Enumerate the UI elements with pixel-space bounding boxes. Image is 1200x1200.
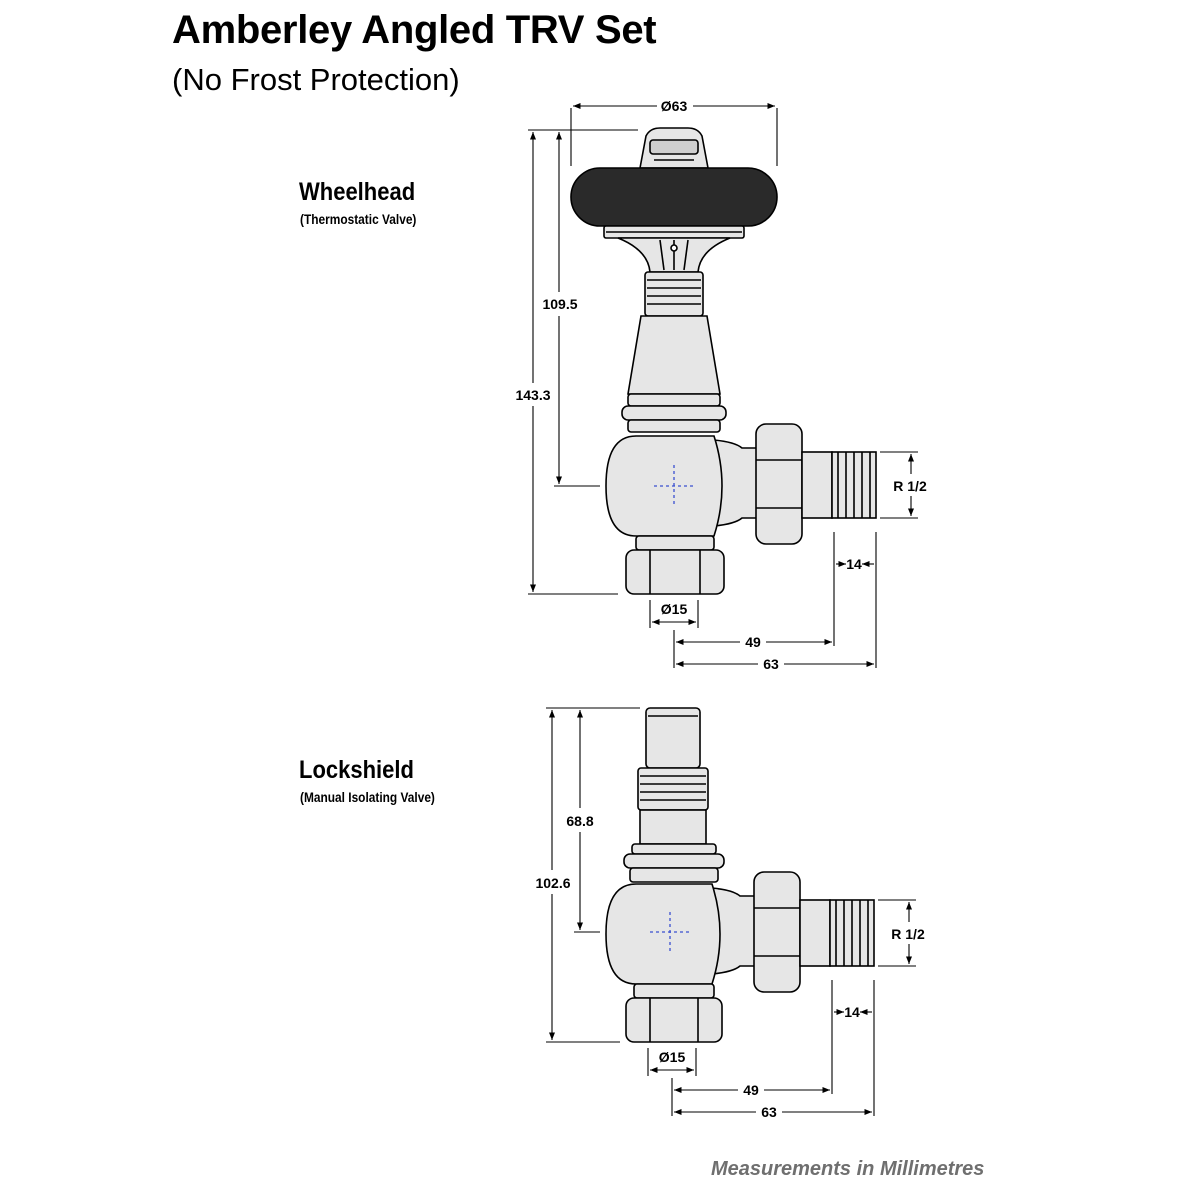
lockshield-valve-drawing	[605, 707, 875, 1043]
lockshield-to-union-label: 49	[743, 1082, 759, 1098]
lockshield-overall-width-label: 63	[761, 1104, 777, 1120]
lockshield-centre-mark	[650, 912, 690, 952]
lockshield-dimension-labels: 68.8 102.6 R 1/2 14 Ø15 49 63	[535, 813, 924, 1120]
wheelhead-overall-width-label: 63	[763, 656, 779, 672]
lockshield-description: (Manual Isolating Valve)	[300, 789, 435, 805]
wheelhead-dimension-labels: Ø63 109.5 143.3 R 1/2 14 Ø15 49 63	[515, 98, 926, 672]
lockshield-heading: Lockshield	[299, 756, 414, 784]
handwheel	[570, 167, 778, 227]
wheelhead-height-to-centre-label: 109.5	[542, 296, 577, 312]
lockshield-dimensions	[546, 707, 916, 1116]
lockshield-cap	[645, 707, 701, 769]
wheelhead-head-diameter-label: Ø63	[661, 98, 688, 114]
lockshield-height-to-centre-label: 68.8	[566, 813, 593, 829]
wheelhead-thread-label: R 1/2	[893, 478, 927, 494]
wheelhead-centre-mark	[654, 465, 694, 505]
lockshield-thread-label: R 1/2	[891, 926, 925, 942]
wheelhead-pipe-diameter-label: Ø15	[661, 601, 688, 617]
wheelhead-heading: Wheelhead	[299, 178, 416, 206]
units-footnote: Measurements in Millimetres	[711, 1158, 985, 1180]
wheelhead-tail-length-label: 14	[846, 556, 862, 572]
wheelhead-valve-drawing	[570, 127, 877, 595]
lockshield-tail-length-label: 14	[844, 1004, 860, 1020]
diagram-subtitle: (No Frost Protection)	[172, 62, 460, 97]
wheelhead-to-union-label: 49	[745, 634, 761, 650]
wheelhead-valve-body	[605, 435, 723, 537]
wheelhead-dimensions	[528, 102, 918, 668]
wheelhead-overall-height-label: 143.3	[515, 387, 550, 403]
lockshield-valve-body	[605, 883, 721, 985]
lockshield-overall-height-label: 102.6	[535, 875, 570, 891]
lockshield-pipe-diameter-label: Ø15	[659, 1049, 686, 1065]
diagram-title: Amberley Angled TRV Set	[172, 8, 657, 52]
wheelhead-description: (Thermostatic Valve)	[300, 211, 417, 227]
